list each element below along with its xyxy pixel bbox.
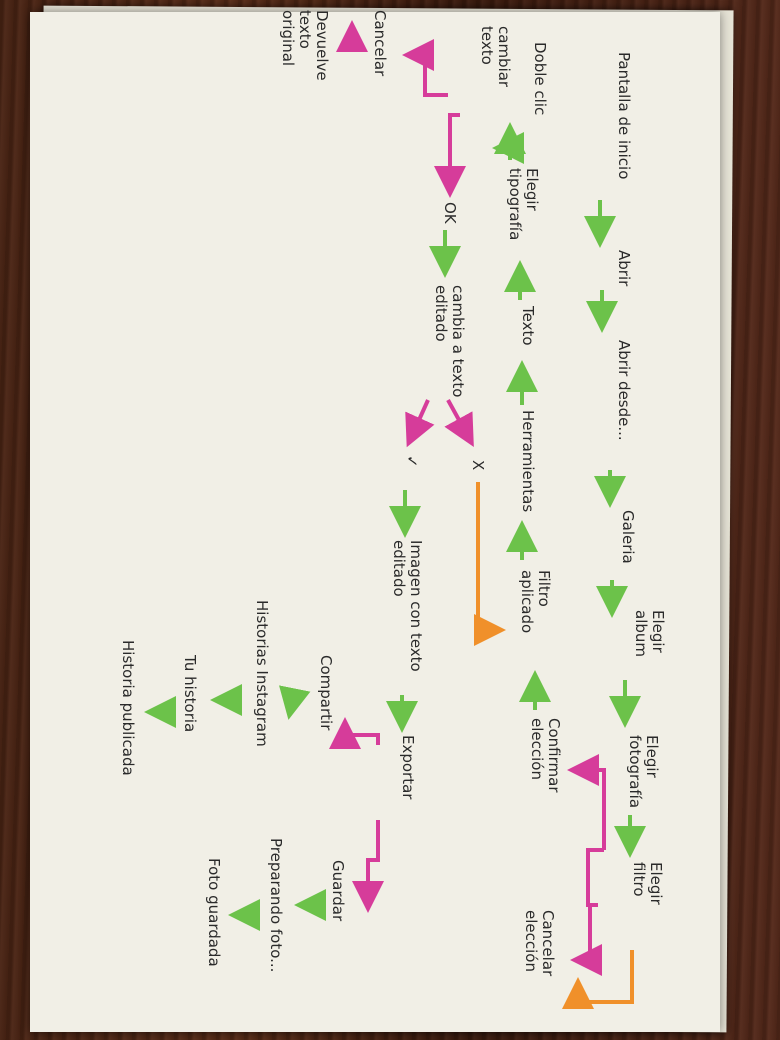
- node-elegir-filtro: Elegir filtro: [630, 862, 665, 905]
- node-herramientas: Herramientas: [519, 410, 537, 513]
- arrow-exportar-guardar: [352, 820, 384, 913]
- arrow-compartir-historias: [279, 685, 311, 720]
- node-guardar: Guardar: [329, 860, 347, 922]
- node-exportar: Exportar: [399, 735, 417, 800]
- arrow-cambia-check: [405, 399, 435, 448]
- node-elegir-tipografia: Elegir tipografía: [506, 168, 541, 241]
- node-pantalla-inicio: Pantalla de inicio: [615, 52, 633, 180]
- check-accept-mark: ✓: [403, 455, 421, 468]
- node-historia-publicada: Historia publicada: [119, 640, 137, 776]
- node-doble-clic: Doble clic: [531, 42, 549, 116]
- arrow-dobleclic-ok: [434, 113, 466, 198]
- node-abrir: Abrir: [615, 250, 633, 287]
- node-devuelve-texto: Devuelve texto original: [279, 10, 331, 81]
- node-preparando-foto: Preparando foto...: [267, 838, 285, 973]
- node-ok: OK: [441, 202, 459, 224]
- node-foto-guardada: Foto guardada: [205, 858, 223, 967]
- x-reject-mark: X: [469, 460, 487, 471]
- arrow-x-back-filtro: [474, 482, 506, 646]
- node-imagen-texto-editado: Imagen con texto editado: [390, 540, 425, 672]
- node-cambia-texto-editado: cambia a texto editado: [432, 285, 467, 398]
- arrow-cancel-branch-2: [567, 754, 606, 850]
- arrow-dobleclic-cancel: [423, 55, 448, 97]
- node-texto: Texto: [519, 306, 537, 346]
- node-elegir-fotografia: Elegir fotografía: [626, 735, 661, 809]
- node-historias-instagram: Historias Instagram: [253, 600, 271, 747]
- arrow-filtro-loop: [562, 950, 634, 1009]
- node-galeria: Galeria: [619, 510, 637, 564]
- node-compartir: Compartir: [317, 655, 335, 731]
- node-cancelar: Cancelar: [371, 10, 389, 77]
- node-abrir-desde: Abrir desde...: [615, 340, 633, 441]
- node-filtro-aplicado: Filtro aplicado: [518, 570, 553, 634]
- arrow-cambia-x: [444, 399, 474, 448]
- node-confirmar-eleccion: Confirmar elección: [528, 718, 563, 793]
- arrow-exportar-compartir: [329, 717, 380, 749]
- node-elegir-album: Elegir album: [632, 610, 667, 657]
- arrow-cancel-branch: [586, 848, 604, 907]
- node-cambiar-texto: cambiar texto: [478, 26, 513, 88]
- arrow-cancel-branch-3: [570, 905, 602, 976]
- node-tu-historia: Tu historia: [181, 655, 199, 733]
- node-cancelar-eleccion: Cancelar elección: [522, 910, 557, 977]
